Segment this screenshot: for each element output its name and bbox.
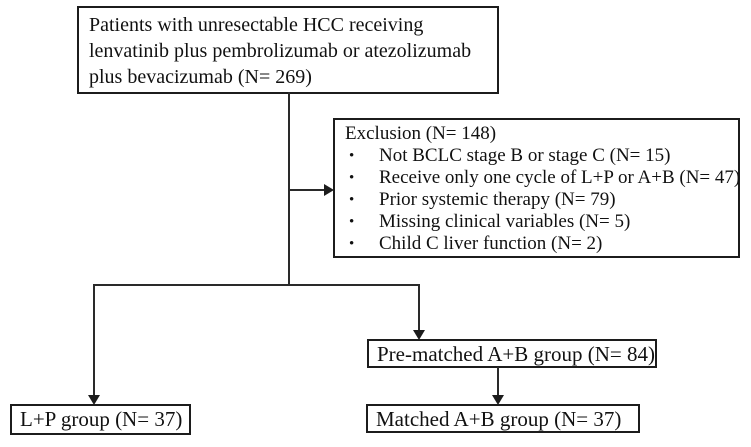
matched-group-box: Matched A+B group (N= 37)	[366, 404, 640, 433]
exclusion-item: • Child C liver function (N= 2)	[345, 233, 730, 255]
prematched-group-label: Pre-matched A+B group (N= 84)	[377, 342, 655, 366]
exclusion-box: Exclusion (N= 148) • Not BCLC stage B or…	[333, 118, 740, 258]
lp-group-box: L+P group (N= 37)	[10, 404, 191, 435]
lp-group-label: L+P group (N= 37)	[20, 407, 183, 431]
prematched-group-box: Pre-matched A+B group (N= 84)	[367, 339, 657, 368]
exclusion-item: • Receive only one cycle of L+P or A+B (…	[345, 167, 740, 189]
enrollment-text-line-3: plus bevacizumab (N= 269)	[89, 66, 312, 88]
bullet-icon: •	[349, 170, 355, 186]
enrollment-box: Patients with unresectable HCC receiving…	[77, 6, 499, 94]
exclusion-title: Exclusion (N= 148)	[345, 123, 497, 144]
exclusion-item: • Missing clinical variables (N= 5)	[345, 211, 730, 233]
bullet-icon: •	[349, 148, 355, 164]
bullet-icon: •	[349, 236, 355, 252]
exclusion-item-text: Missing clinical variables (N= 5)	[379, 211, 631, 232]
bullet-icon: •	[349, 192, 355, 208]
arrow-down-icon	[88, 395, 100, 405]
connector-exclusion-horizontal	[289, 189, 325, 191]
exclusion-item: • Not BCLC stage B or stage C (N= 15)	[345, 145, 730, 167]
exclusion-item-text: Not BCLC stage B or stage C (N= 15)	[379, 145, 671, 166]
exclusion-list: • Not BCLC stage B or stage C (N= 15) • …	[345, 145, 740, 255]
enrollment-text-line-1: Patients with unresectable HCC receiving	[89, 14, 424, 36]
exclusion-item-text: Receive only one cycle of L+P or A+B (N=…	[379, 167, 741, 188]
exclusion-item-text: Child C liver function (N= 2)	[379, 233, 603, 254]
connector-right-vertical	[418, 284, 420, 331]
arrow-right-icon	[324, 184, 334, 196]
bullet-icon: •	[349, 214, 355, 230]
arrow-down-icon	[492, 395, 504, 405]
exclusion-item-text: Prior systemic therapy (N= 79)	[379, 189, 616, 210]
connector-branch-horizontal	[93, 284, 420, 286]
matched-group-label: Matched A+B group (N= 37)	[376, 407, 622, 431]
arrow-down-icon	[413, 330, 425, 340]
enrollment-text-line-2: lenvatinib plus pembrolizumab or atezoli…	[89, 40, 472, 62]
connector-matching-vertical	[497, 367, 499, 396]
exclusion-item: • Prior systemic therapy (N= 79)	[345, 189, 730, 211]
connector-left-vertical	[93, 284, 95, 396]
